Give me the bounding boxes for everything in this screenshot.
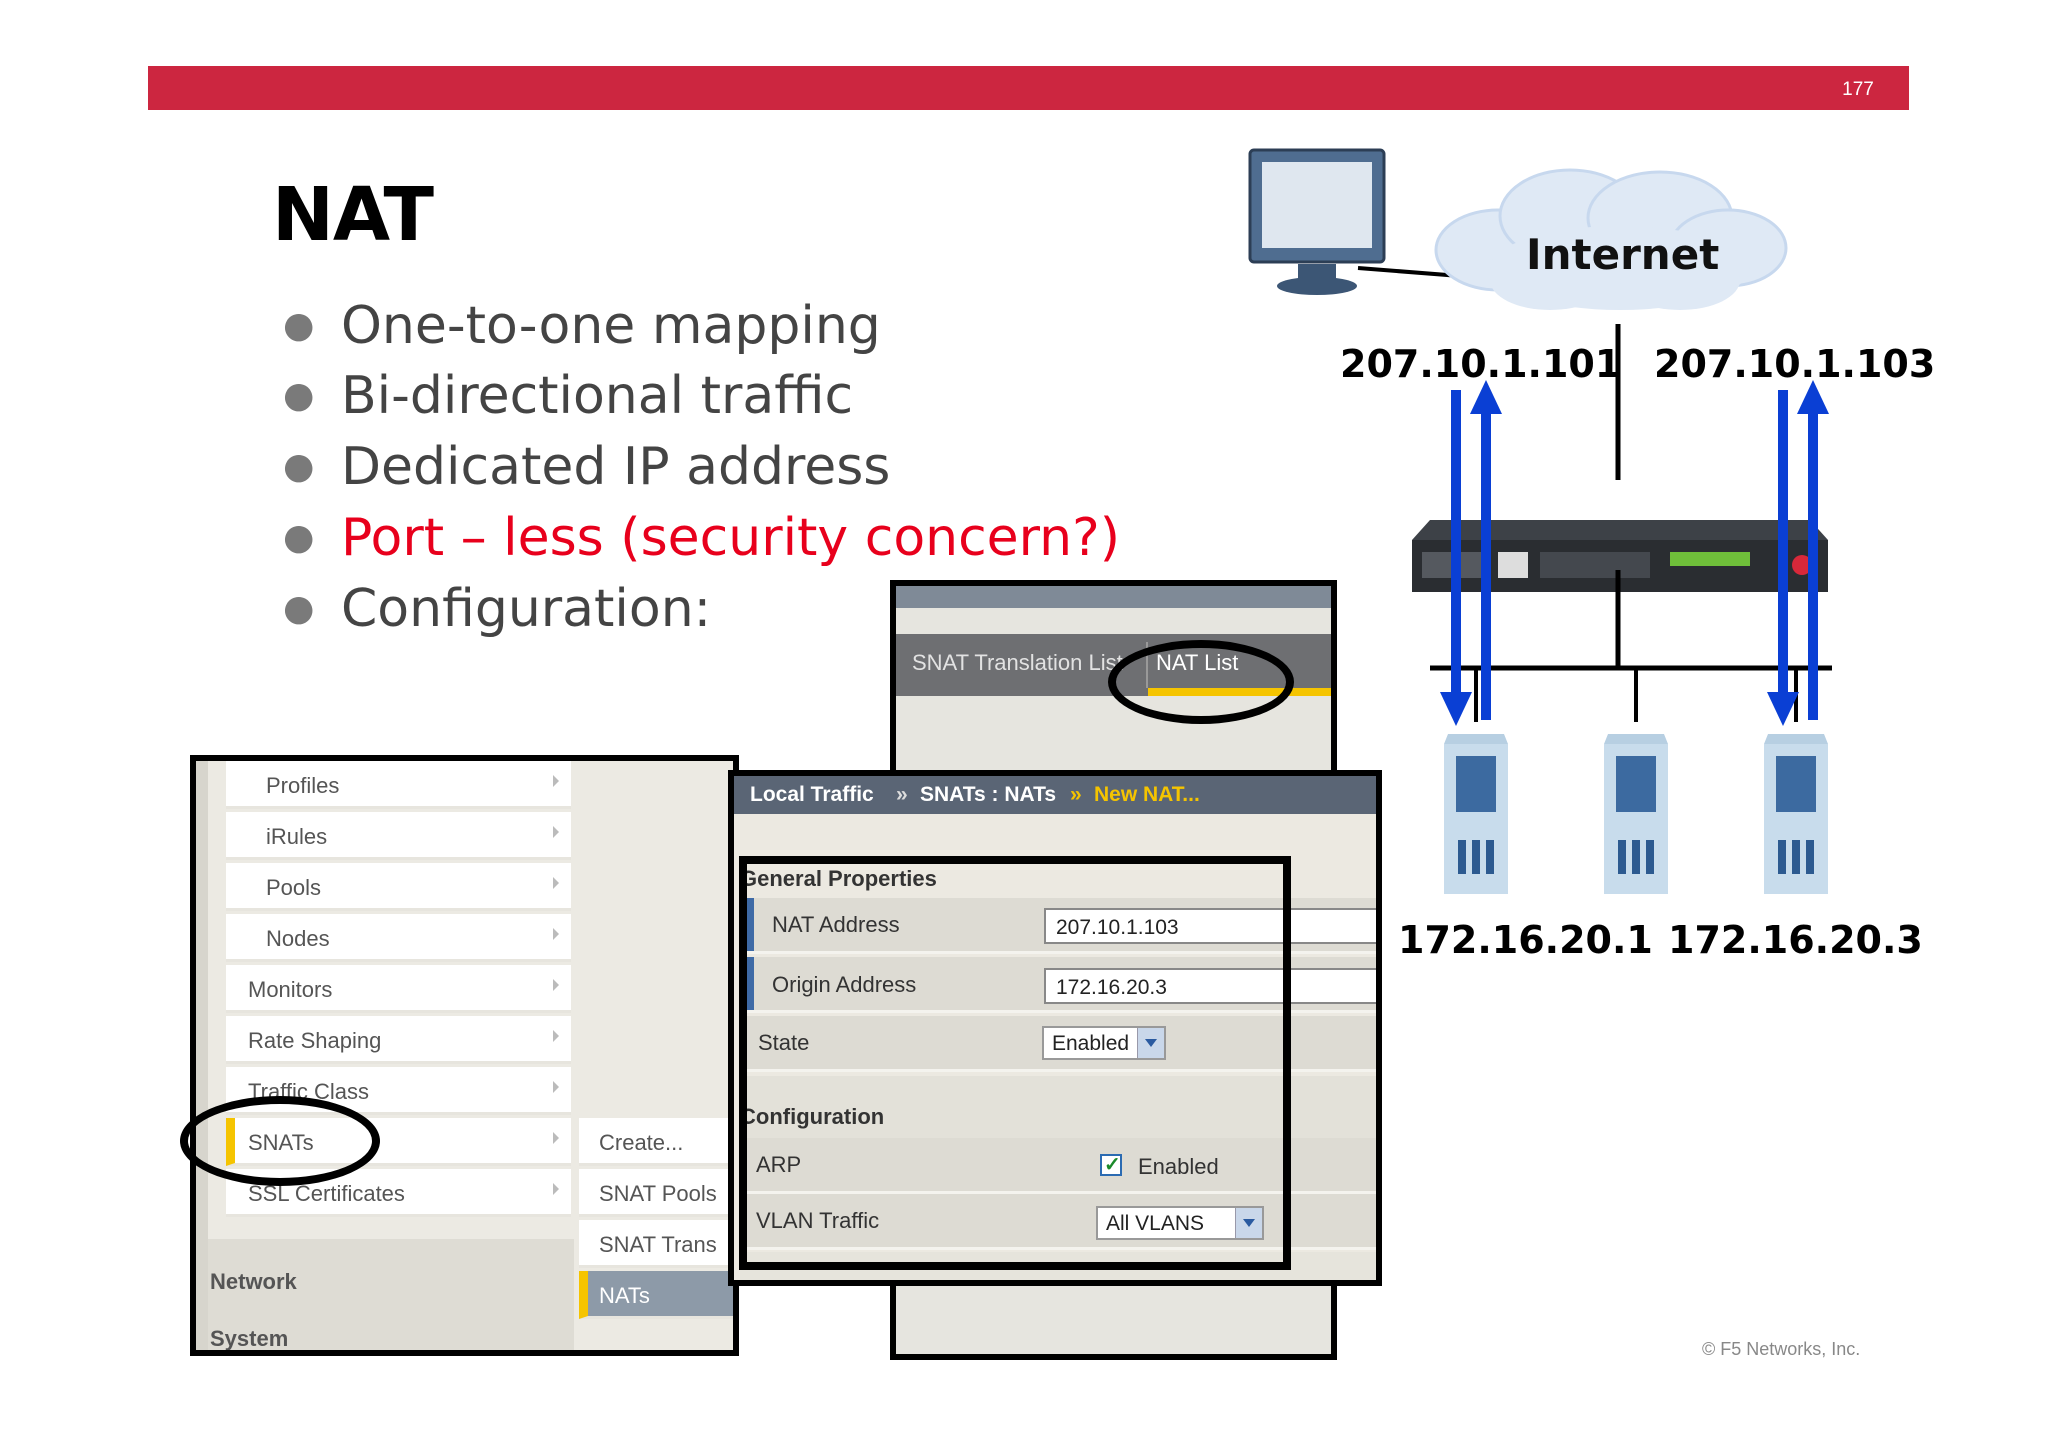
chevron-right-icon <box>553 826 559 838</box>
chevron-right-icon <box>553 1183 559 1195</box>
bullet-1: ●One-to-one mapping <box>283 296 881 356</box>
arp-enabled-label: Enabled <box>1138 1154 1219 1179</box>
menu-label: Pools <box>266 875 322 900</box>
private-ip-1: 172.16.20.1 <box>1398 918 1653 962</box>
breadcrumb-new-nat: New NAT... <box>1094 783 1200 806</box>
highlight-box <box>739 856 1291 1270</box>
state-select[interactable]: Enabled <box>1042 1026 1166 1060</box>
general-properties-heading: General Properties <box>740 866 937 891</box>
chevron-down-icon <box>1137 1028 1164 1058</box>
row-arp <box>746 1138 1376 1194</box>
section-system[interactable]: System <box>210 1326 289 1351</box>
monitor-icon <box>1248 148 1386 295</box>
submenu-nats[interactable]: NATs <box>579 1271 733 1319</box>
row-vlan-traffic <box>746 1194 1376 1250</box>
header-bar <box>148 66 1909 110</box>
slide-number: 177 <box>1842 79 1874 100</box>
slide-title: NAT <box>272 172 434 258</box>
bullet-4-highlight: ●Port – less (security concern?) <box>283 508 1120 568</box>
chevron-right-icon <box>553 775 559 787</box>
private-ip-2: 172.16.20.3 <box>1668 918 1923 962</box>
nat-address-input[interactable]: 207.10.1.103 <box>1044 908 1376 944</box>
menu-item-nodes[interactable]: Nodes <box>226 914 571 962</box>
navigation-menu-panel: Profiles iRules Pools Nodes Monitors Rat… <box>190 755 739 1356</box>
section-network[interactable]: Network <box>210 1269 297 1294</box>
origin-address-input[interactable]: 172.16.20.3 <box>1044 968 1376 1004</box>
arp-enabled-checkbox[interactable] <box>1100 1152 1122 1177</box>
chevron-right-icon <box>553 979 559 991</box>
bullet-2: ●Bi-directional traffic <box>283 366 854 426</box>
menu-item-profiles[interactable]: Profiles <box>226 761 571 809</box>
menu-label: Nodes <box>266 926 330 951</box>
public-ip-1: 207.10.1.101 <box>1340 342 1622 386</box>
chevron-down-icon <box>1235 1208 1262 1238</box>
menu-item-rate-shaping[interactable]: Rate Shaping <box>226 1016 571 1064</box>
server-icon <box>1764 734 1828 894</box>
chevron-right-icon <box>553 1081 559 1093</box>
highlight-oval-snats <box>180 1096 380 1186</box>
network-diagram <box>1248 148 1832 894</box>
public-ip-2: 207.10.1.103 <box>1654 342 1936 386</box>
submenu-snat-translation[interactable]: SNAT Trans <box>579 1220 733 1268</box>
breadcrumb-snats-nats[interactable]: SNATs : NATs <box>920 783 1057 806</box>
submenu-snat-pools[interactable]: SNAT Pools <box>579 1169 733 1217</box>
menu-label: Rate Shaping <box>248 1028 382 1053</box>
highlight-oval-nat-list <box>1108 640 1294 724</box>
breadcrumb-separator: » <box>1070 783 1082 806</box>
breadcrumb: Local Traffic » SNATs : NATs » New NAT..… <box>734 776 1376 814</box>
arp-label: ARP <box>756 1152 802 1177</box>
breadcrumb-separator: » <box>896 783 908 806</box>
traffic-arrows-left <box>1440 380 1502 726</box>
menu-label: Monitors <box>248 977 333 1002</box>
chevron-right-icon <box>553 1132 559 1144</box>
chevron-right-icon <box>553 928 559 940</box>
menu-item-pools[interactable]: Pools <box>226 863 571 911</box>
state-select-value: Enabled <box>1052 1032 1130 1055</box>
chevron-right-icon <box>553 877 559 889</box>
configuration-heading: Configuration <box>740 1104 885 1129</box>
traffic-arrows-right <box>1767 380 1829 726</box>
menu-item-irules[interactable]: iRules <box>226 812 571 860</box>
breadcrumb-local-traffic[interactable]: Local Traffic <box>750 783 874 806</box>
bullet-3: ●Dedicated IP address <box>283 437 891 497</box>
menu-item-monitors[interactable]: Monitors <box>226 965 571 1013</box>
menu-label: Profiles <box>266 773 340 798</box>
cloud-icon <box>1434 168 1788 310</box>
bullet-5: ●Configuration: <box>283 579 712 639</box>
menu-item-traffic-class[interactable]: Traffic Class <box>226 1067 571 1115</box>
chevron-right-icon <box>553 1030 559 1042</box>
tab-snat-translation-list[interactable]: SNAT Translation List <box>912 650 1123 675</box>
cloud-label: Internet <box>1526 230 1720 279</box>
submenu-create[interactable]: Create... <box>579 1118 733 1166</box>
state-label: State <box>758 1030 810 1055</box>
vlan-traffic-select[interactable]: All VLANS <box>1096 1206 1264 1240</box>
nat-address-label: NAT Address <box>772 912 900 937</box>
vlan-select-value: All VLANS <box>1106 1212 1205 1235</box>
menu-label: iRules <box>266 824 328 849</box>
server-icon <box>1604 734 1668 894</box>
vlan-traffic-label: VLAN Traffic <box>756 1208 880 1233</box>
server-icon <box>1444 734 1508 894</box>
copyright: © F5 Networks, Inc. <box>1702 1339 1861 1359</box>
origin-address-label: Origin Address <box>772 972 917 997</box>
